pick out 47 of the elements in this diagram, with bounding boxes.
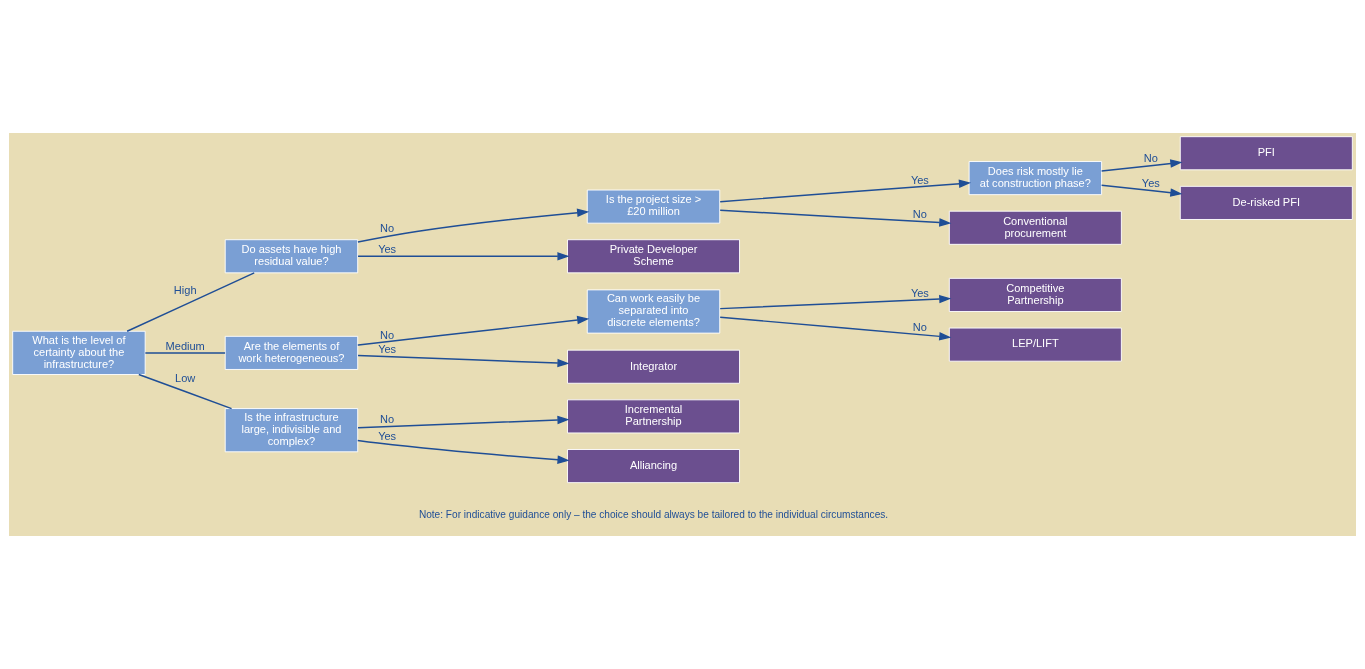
node-box: Competitive Partnership bbox=[948, 277, 1122, 312]
node-box: Can work easily be separated into discrete elements? bbox=[586, 289, 721, 334]
arrow bbox=[719, 179, 972, 203]
node-box: PFI bbox=[1179, 136, 1353, 171]
node-box: Integrator bbox=[567, 349, 740, 384]
edge-label: No bbox=[380, 328, 395, 341]
node-box: What is the level of certainty about the infrastructure? bbox=[12, 330, 146, 375]
connector bbox=[144, 352, 226, 354]
edge-label: Medium bbox=[165, 339, 205, 352]
arrow bbox=[1100, 184, 1183, 197]
edge-label: High bbox=[173, 283, 197, 296]
node-box: De-risked PFI bbox=[1179, 185, 1353, 220]
arrow bbox=[719, 316, 952, 341]
node-box: Does risk mostly lie at construction phase? bbox=[968, 161, 1103, 196]
edge-label: Low bbox=[175, 371, 196, 384]
arrow bbox=[719, 209, 952, 227]
node-box: Is the infrastructure large, indivisible and complex? bbox=[224, 408, 359, 453]
connector bbox=[126, 272, 255, 332]
label: Note: For indicative guidance only – the choice should always be tailored to the individual circumstances. bbox=[418, 509, 889, 521]
node-box: Are the elements of work heterogeneous? bbox=[224, 335, 359, 370]
edge-label: Yes bbox=[378, 343, 397, 356]
edge-label: Yes bbox=[910, 287, 929, 300]
node-box: Conventional procurement bbox=[948, 210, 1122, 245]
edge-label: Yes bbox=[910, 174, 929, 187]
edge-label: No bbox=[912, 208, 927, 221]
edge-label: No bbox=[380, 222, 395, 234]
arrow bbox=[357, 208, 590, 243]
edge-label: No bbox=[380, 413, 395, 426]
edge-label: Yes bbox=[378, 429, 397, 442]
arrow bbox=[357, 439, 570, 464]
arrow bbox=[357, 415, 570, 429]
node-box: Incremental Partnership bbox=[567, 399, 740, 434]
arrow bbox=[357, 315, 590, 346]
arrow bbox=[357, 354, 570, 368]
connector bbox=[138, 373, 233, 410]
edge-label: Yes bbox=[1141, 176, 1160, 189]
node-box: Do assets have high residual value? bbox=[224, 239, 359, 274]
arrow bbox=[719, 294, 952, 310]
arrow bbox=[357, 252, 570, 261]
node-box: Private Developer Scheme bbox=[567, 239, 740, 274]
arrow bbox=[1100, 159, 1183, 172]
node-box: LEP/LIFT bbox=[948, 327, 1122, 362]
edge-label: Yes bbox=[378, 243, 397, 256]
node-box: Alliancing bbox=[567, 449, 740, 484]
edge-label: No bbox=[912, 321, 927, 334]
node-box: Is the project size > £20 million bbox=[586, 189, 721, 224]
edge-label: No bbox=[1143, 152, 1158, 165]
